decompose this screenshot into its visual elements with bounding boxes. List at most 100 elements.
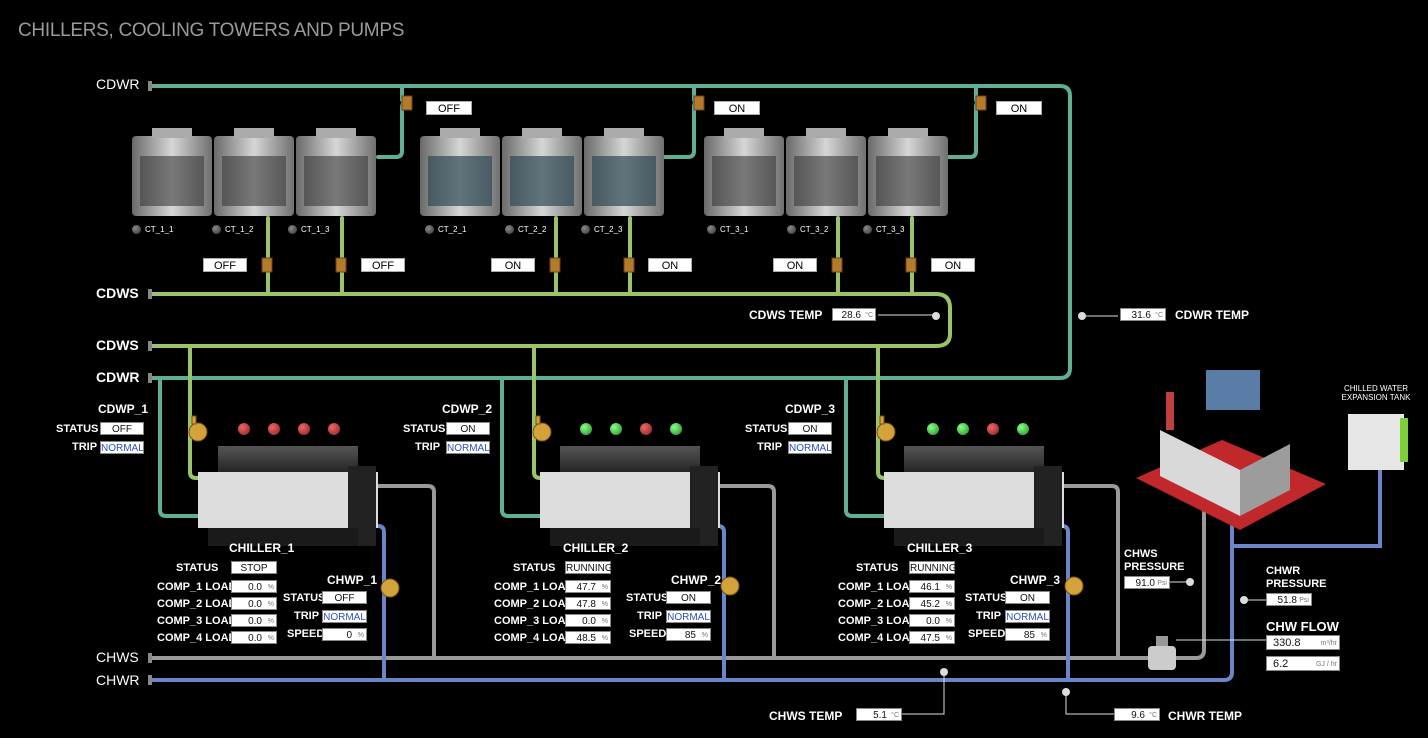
chiller-3-title: CHILLER_3 — [907, 541, 973, 555]
chiller-body — [198, 446, 378, 546]
comp-load-label: COMP_2 LOAD — [494, 598, 574, 610]
chwp-speed-label: SPEED — [287, 628, 325, 640]
ct-status-indicator[interactable]: CT_2_1 — [425, 225, 467, 235]
chws-temp-label: CHWS TEMP — [769, 709, 843, 723]
chwp-3-trip-value: NORMAL — [1005, 610, 1050, 623]
unit-text: % — [945, 601, 952, 608]
compressor-lamp — [1017, 423, 1029, 435]
page-title: CHILLERS, COOLING TOWERS AND PUMPS — [18, 20, 405, 41]
comp-load-value: 45.2% — [909, 597, 955, 610]
cdwp-3-title: CDWP_3 — [785, 402, 836, 416]
cdwp-status-label: STATUS — [56, 423, 99, 435]
value-text: 47.5 — [920, 633, 940, 644]
compressor-lamp — [927, 423, 939, 435]
comp-load-value: 48.5% — [565, 631, 611, 644]
chwp-2-trip-value: NORMAL — [666, 610, 711, 623]
unit-text: °C — [1149, 712, 1157, 719]
comp-load-value: 46.1% — [909, 580, 955, 593]
value-text: 6.2 — [1273, 658, 1289, 670]
compressor-lamp — [238, 423, 250, 435]
cdwp-trip-label: TRIP — [757, 441, 783, 453]
ct-label: CT_2_1 — [438, 225, 467, 234]
comp-load-value: 0.0% — [909, 614, 955, 627]
status-dot-icon — [787, 225, 796, 235]
unit-text: % — [945, 618, 952, 625]
chiller-2-title: CHILLER_2 — [563, 541, 629, 555]
ct-inlet-valve-toggle[interactable]: OFF — [203, 258, 247, 272]
ct-status-indicator[interactable]: CT_2_3 — [581, 225, 622, 235]
compressor-lamp — [640, 423, 652, 435]
ct-status-indicator[interactable]: CT_3_3 — [863, 225, 905, 235]
unit-text: Psi — [1157, 580, 1167, 587]
value-text: 28.6 — [841, 310, 861, 321]
status-dot-icon — [863, 225, 872, 235]
ct-label: CT_3_3 — [876, 225, 905, 234]
unit-text: GJ / hr — [1315, 661, 1337, 668]
chws-temp-value: 5.1°C — [856, 708, 902, 721]
ct-status-indicator[interactable]: CT_3_1 — [707, 225, 748, 235]
cdwp-trip-label: TRIP — [72, 441, 98, 453]
ct-inlet-valve-toggle[interactable]: ON — [931, 258, 975, 272]
ct-inlet-valve-toggle[interactable]: ON — [648, 258, 692, 272]
ct-inlet-valve-toggle[interactable]: ON — [773, 258, 817, 272]
compressor-lamp — [328, 423, 340, 435]
comp-load-label: COMP_3 LOAD — [838, 615, 918, 627]
chw-energy-value: 6.2 GJ / hr — [1266, 656, 1340, 671]
cdw-pump-icons — [188, 415, 896, 442]
cooling-tower-units — [132, 128, 948, 216]
chwp-status-label: STATUS — [283, 592, 326, 604]
value-text: 85 — [684, 630, 696, 641]
unit-text: % — [267, 618, 274, 625]
ct-status-indicator[interactable]: CT_1_3 — [288, 225, 329, 235]
pipe-label-cdwr-top: CDWR — [96, 76, 140, 92]
ct-group-1-valve-toggle[interactable]: OFF — [426, 101, 472, 115]
status-dot-icon — [707, 225, 716, 235]
chwr-temp-value: 9.6 °C — [1114, 708, 1160, 721]
comp-load-label: COMP_4 LOAD — [157, 632, 237, 644]
chws-pipes — [148, 484, 1206, 660]
chwp-1-title: CHWP_1 — [327, 573, 378, 587]
value-text: 48.5 — [576, 633, 596, 644]
cooling-tower — [214, 128, 294, 216]
comp-load-value: 47.7% — [565, 580, 611, 593]
comp-load-label: COMP_4 LOAD — [838, 632, 918, 644]
unit-text: % — [601, 635, 608, 642]
cdwp-2-title: CDWP_2 — [442, 402, 493, 416]
value-text: 0.0 — [926, 616, 940, 627]
ct-status-indicator[interactable]: CT_2_2 — [505, 225, 546, 235]
sensor-icons — [932, 312, 1248, 696]
expansion-tank-label: CHILLED WATER EXPANSION TANK — [1334, 384, 1418, 402]
flow-meter-icon — [1148, 636, 1176, 670]
ct-status-indicator[interactable]: CT_1_2 — [212, 225, 253, 235]
comp-load-value: 47.8% — [565, 597, 611, 610]
label-line: EXPANSION TANK — [1341, 393, 1411, 402]
chwp-speed-label: SPEED — [968, 628, 1006, 640]
value-text: 31.6 — [1131, 310, 1151, 321]
comp-load-value: 0.0% — [231, 631, 277, 644]
ct-label: CT_1_1 — [145, 225, 174, 234]
ct-status-indicator[interactable]: CT_3_2 — [787, 225, 828, 235]
ct-group-2-valve-toggle[interactable]: ON — [714, 101, 760, 115]
chwp-3-speed-value: 85% — [1005, 628, 1050, 641]
pipe-label-cdws-1: CDWS — [96, 285, 139, 301]
ct-inlet-valve-toggle[interactable]: ON — [491, 258, 535, 272]
value-text: 9.6 — [1131, 710, 1145, 721]
unit-text: % — [601, 584, 608, 591]
cooling-tower — [868, 128, 948, 216]
ct-inlet-valve-toggle[interactable]: OFF — [361, 258, 405, 272]
value-text: 0.0 — [248, 616, 262, 627]
compressor-lamp — [957, 423, 969, 435]
unit-text: % — [267, 635, 274, 642]
comp-load-value: 47.5% — [909, 631, 955, 644]
comp-load-label: COMP_2 LOAD — [838, 598, 918, 610]
ct-group-3-valve-toggle[interactable]: ON — [996, 101, 1042, 115]
ct-status-indicator[interactable]: CT_1_1 — [132, 225, 174, 235]
label-line: PRESSURE — [1266, 578, 1327, 590]
value-text: 91.0 — [1135, 578, 1155, 589]
plant-building-icon — [1136, 370, 1326, 530]
comp-load-label: COMP_3 LOAD — [494, 615, 574, 627]
cdws-pipes — [148, 216, 952, 480]
unit-text: % — [267, 584, 274, 591]
